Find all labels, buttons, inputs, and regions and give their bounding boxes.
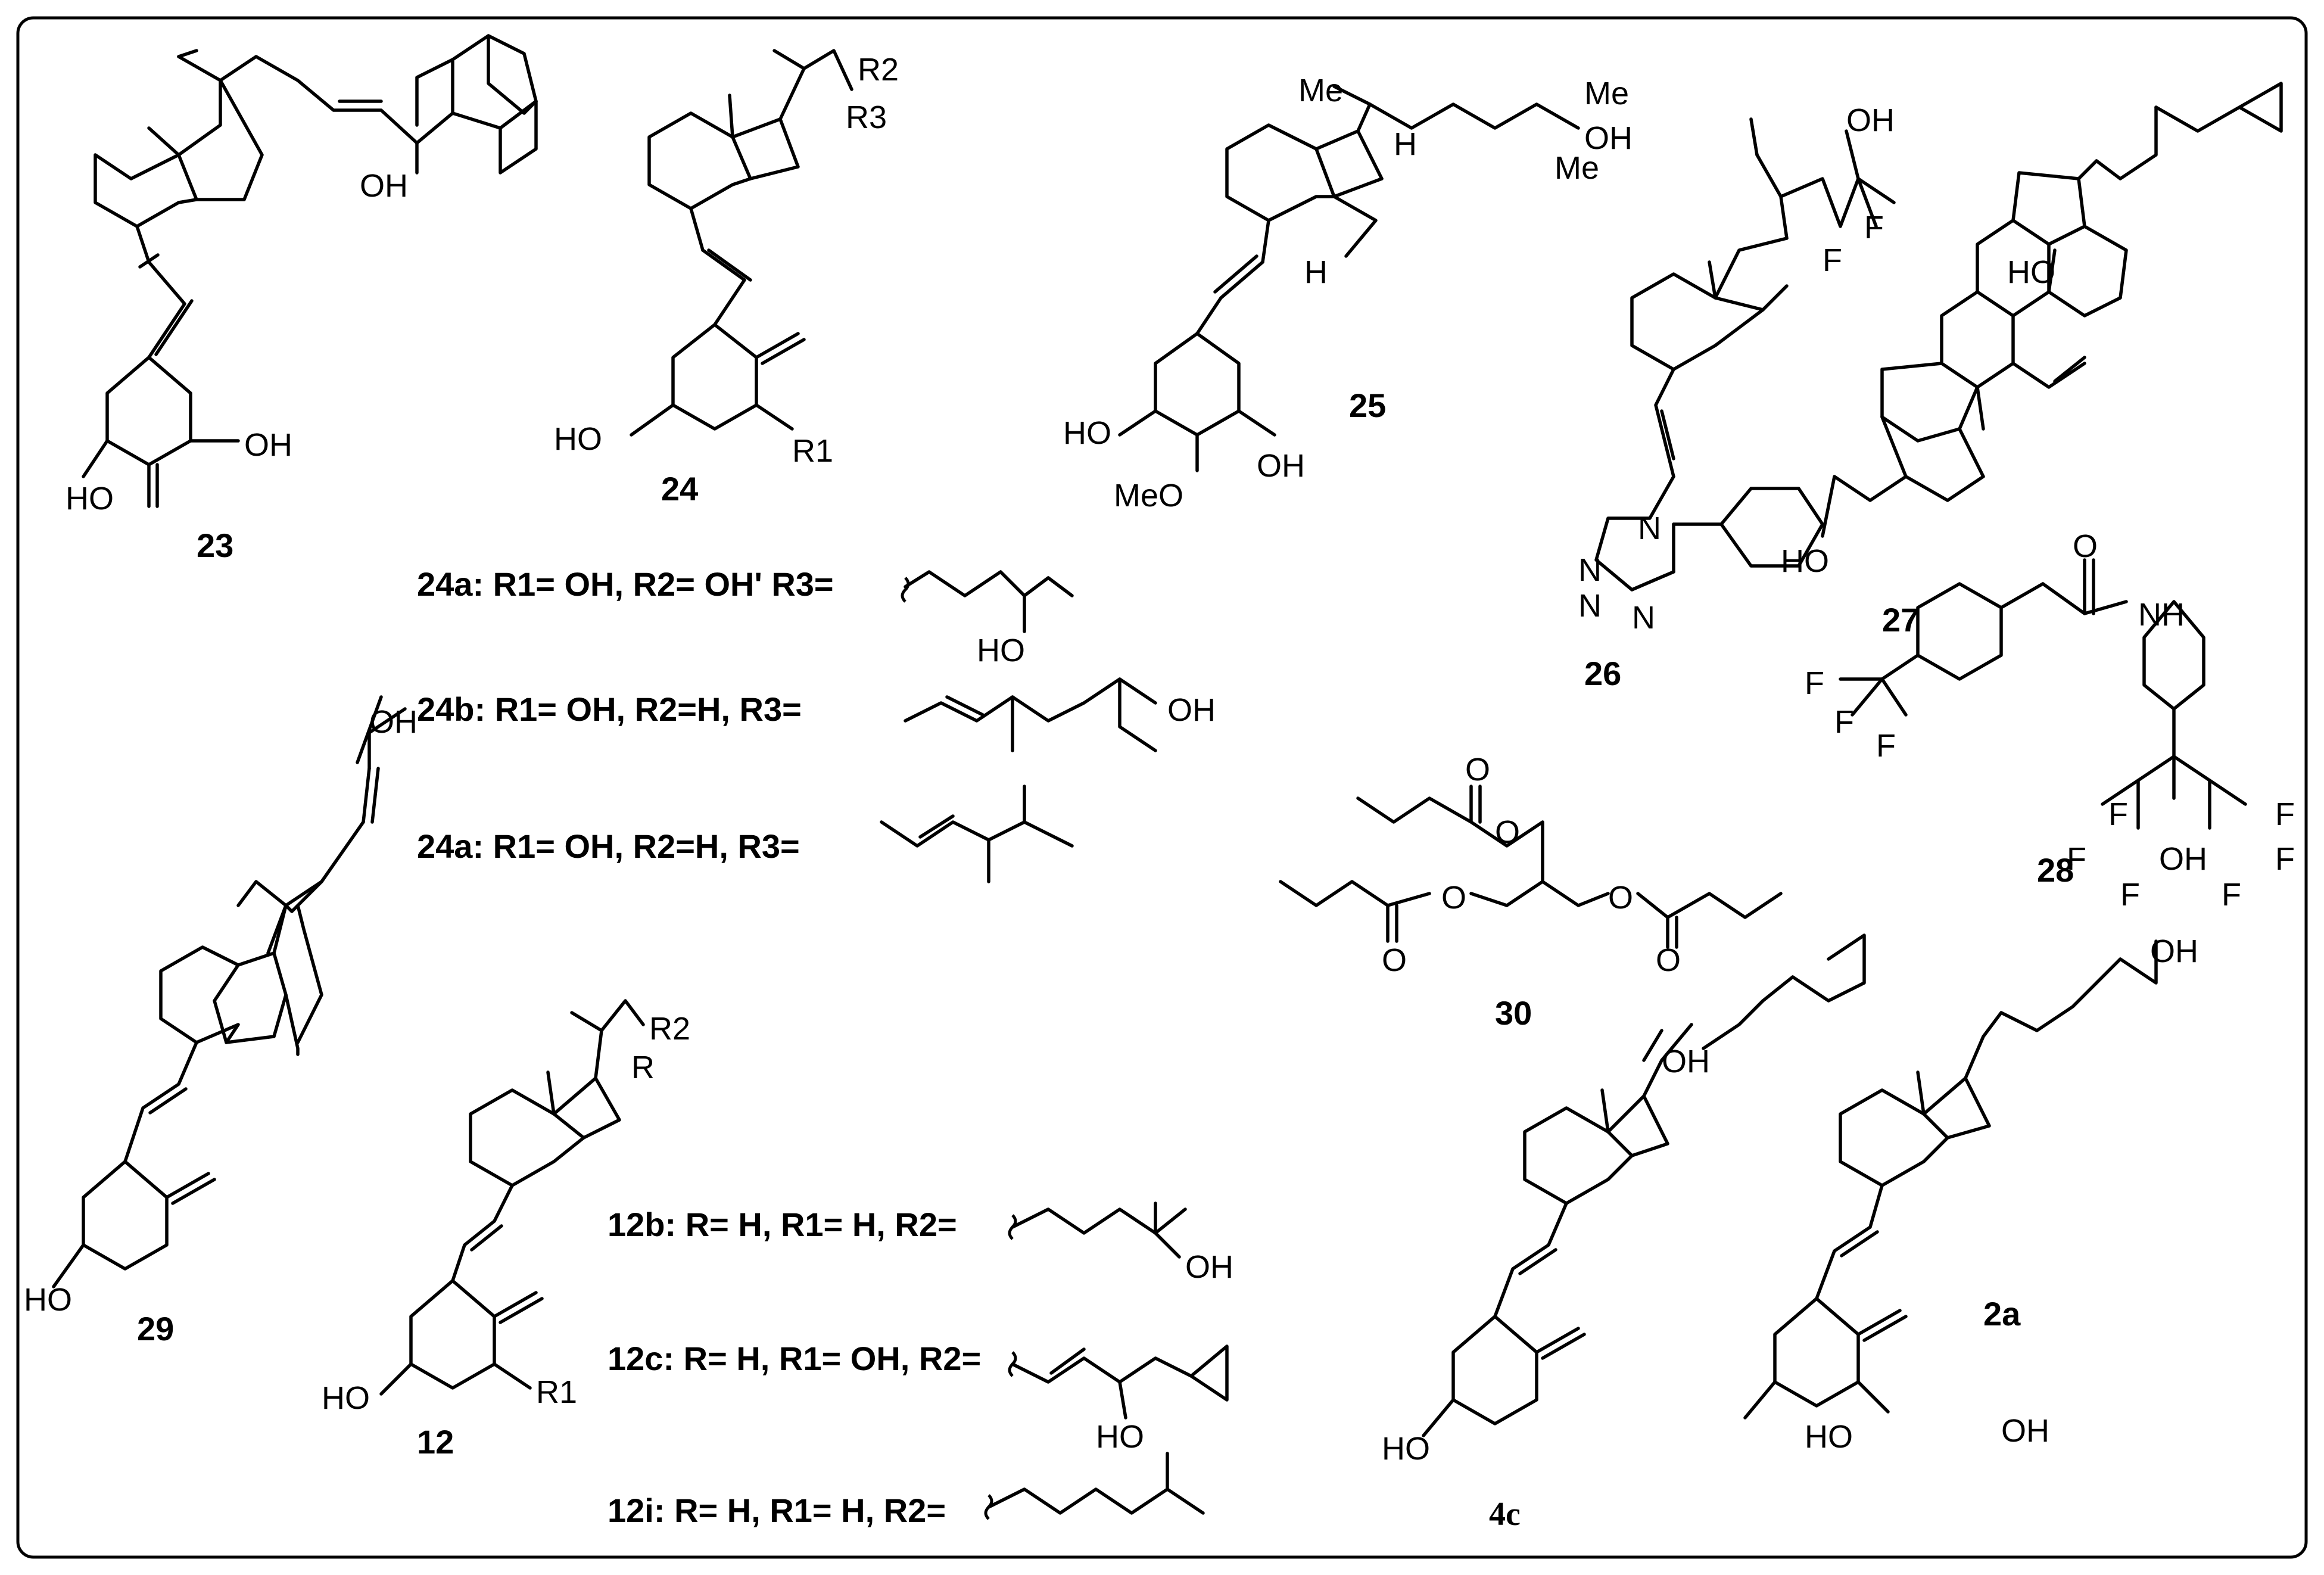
substituent-row: 12c: R= H, R1= OH, R2= bbox=[608, 1340, 981, 1377]
atom-ho: HO bbox=[66, 481, 114, 516]
substituent-table-24: 24a: R1= OH, R2= OH' R3= HO 24b: R1= OH,… bbox=[417, 565, 1216, 883]
atom-ho: HO bbox=[1805, 1419, 1853, 1455]
atom-oh: OH bbox=[1584, 120, 1633, 156]
atom-oh: OH bbox=[360, 168, 408, 204]
atom-r3: R3 bbox=[846, 99, 887, 135]
atom-ho: HO bbox=[554, 421, 602, 457]
atom-r2: R2 bbox=[649, 1011, 690, 1047]
compound-28: O NH F F F F F F F F F OH 28 bbox=[1805, 528, 2295, 913]
atom-n: N bbox=[1578, 588, 1602, 624]
compound-id: 29 bbox=[137, 1310, 174, 1347]
atom-f: F bbox=[1834, 704, 1854, 740]
atom-f: F bbox=[1823, 242, 1842, 278]
atom-o: O bbox=[1441, 880, 1466, 916]
atom-f: F bbox=[1876, 728, 1896, 764]
compound-4c: OH HO 4c bbox=[1382, 933, 1866, 1533]
atom-o: O bbox=[1495, 814, 1520, 850]
atom-o: O bbox=[1656, 942, 1681, 978]
atom-ho: HO bbox=[1063, 415, 1111, 451]
atom-h: H bbox=[1394, 126, 1417, 162]
substituent-row: 12b: R= H, R1= H, R2= bbox=[608, 1206, 957, 1243]
compound-id: 28 bbox=[2037, 851, 2074, 889]
compound-id: 25 bbox=[1349, 387, 1386, 424]
compound-id: 27 bbox=[1882, 601, 1919, 639]
atom-ho: HO bbox=[24, 1282, 72, 1318]
atom-oh: OH bbox=[2159, 841, 2207, 877]
compound-id: 12 bbox=[417, 1423, 454, 1461]
atom-n: N bbox=[1638, 511, 1661, 546]
compound-id: 4c bbox=[1489, 1496, 1521, 1533]
compound-12: R2 R HO R1 12 bbox=[322, 999, 690, 1461]
compound-id: 26 bbox=[1584, 655, 1621, 692]
atom-ho: HO bbox=[2007, 254, 2055, 290]
atom-oh: OH bbox=[1167, 692, 1216, 728]
compound-id: 23 bbox=[197, 527, 233, 564]
atom-ho: HO bbox=[1781, 543, 1829, 579]
atom-o: O bbox=[1465, 752, 1490, 788]
atom-r1: R1 bbox=[536, 1374, 577, 1410]
atom-n: N bbox=[1632, 600, 1655, 636]
substituent-table-12: 12b: R= H, R1= H, R2= OH 12c: R= H, R1= … bbox=[608, 1202, 1233, 1529]
atom-oh: OH bbox=[1257, 448, 1305, 484]
atom-f: F bbox=[1805, 665, 1824, 701]
atom-f: F bbox=[2275, 841, 2295, 877]
atom-oh: OH bbox=[2001, 1413, 2049, 1449]
atom-ho: HO bbox=[1096, 1419, 1144, 1455]
atom-oh: OH bbox=[2150, 933, 2198, 969]
atom-oh: OH bbox=[1846, 102, 1895, 138]
atom-me: Me bbox=[1554, 150, 1599, 186]
atom-ho: HO bbox=[322, 1380, 370, 1416]
atom-f: F bbox=[2120, 877, 2140, 913]
atom-r: R bbox=[631, 1050, 655, 1085]
compound-23: OH OH HO 23 bbox=[66, 34, 538, 564]
atom-f: F bbox=[2108, 796, 2128, 832]
atom-me: Me bbox=[1298, 73, 1343, 108]
atom-f: F bbox=[1864, 210, 1884, 245]
atom-o: O bbox=[1382, 942, 1407, 978]
compound-24: R2 R3 HO R1 24 bbox=[554, 49, 899, 508]
atom-nh: NH bbox=[2138, 597, 2185, 633]
figure-frame bbox=[16, 16, 2308, 1559]
compound-26: OH F F N N N N 26 bbox=[1578, 102, 1896, 692]
compound-29: OH HO 29 bbox=[24, 695, 418, 1347]
substituent-row: 12i: R= H, R1= H, R2= bbox=[608, 1492, 946, 1529]
atom-o: O bbox=[2073, 528, 2098, 564]
atom-h: H bbox=[1304, 254, 1328, 290]
substituent-row: 24a: R1= OH, R2= OH' R3= bbox=[417, 565, 834, 603]
atom-oh: OH bbox=[369, 704, 418, 740]
compound-id: 30 bbox=[1495, 994, 1532, 1032]
compound-id: 24 bbox=[661, 470, 698, 508]
compound-25: Me Me OH Me H H HO OH MeO 25 bbox=[1063, 73, 1633, 513]
atom-oh: OH bbox=[244, 427, 292, 463]
atom-f: F bbox=[2275, 796, 2295, 832]
compound-30: O O O O O O 30 bbox=[1279, 752, 1783, 1032]
atom-oh: OH bbox=[1662, 1044, 1710, 1079]
compound-id: 2a bbox=[1983, 1295, 2021, 1333]
atom-o: O bbox=[1608, 880, 1633, 916]
atom-r2: R2 bbox=[858, 52, 899, 88]
atom-me: Me bbox=[1584, 76, 1629, 111]
atom-r1: R1 bbox=[792, 433, 833, 469]
atom-f: F bbox=[2067, 841, 2086, 877]
atom-meo: MeO bbox=[1114, 478, 1183, 513]
substituent-row: 24b: R1= OH, R2=H, R3= bbox=[417, 690, 802, 728]
atom-f: F bbox=[2222, 877, 2241, 913]
compound-2a: OH HO OH 2a bbox=[1743, 933, 2198, 1455]
atom-oh: OH bbox=[1185, 1249, 1233, 1285]
atom-ho: HO bbox=[977, 633, 1025, 668]
atom-n: N bbox=[1578, 552, 1602, 588]
substituent-row: 24a: R1= OH, R2=H, R3= bbox=[417, 827, 800, 865]
atom-ho: HO bbox=[1382, 1431, 1430, 1467]
compound-27: HO HO 27 bbox=[1781, 82, 2283, 639]
